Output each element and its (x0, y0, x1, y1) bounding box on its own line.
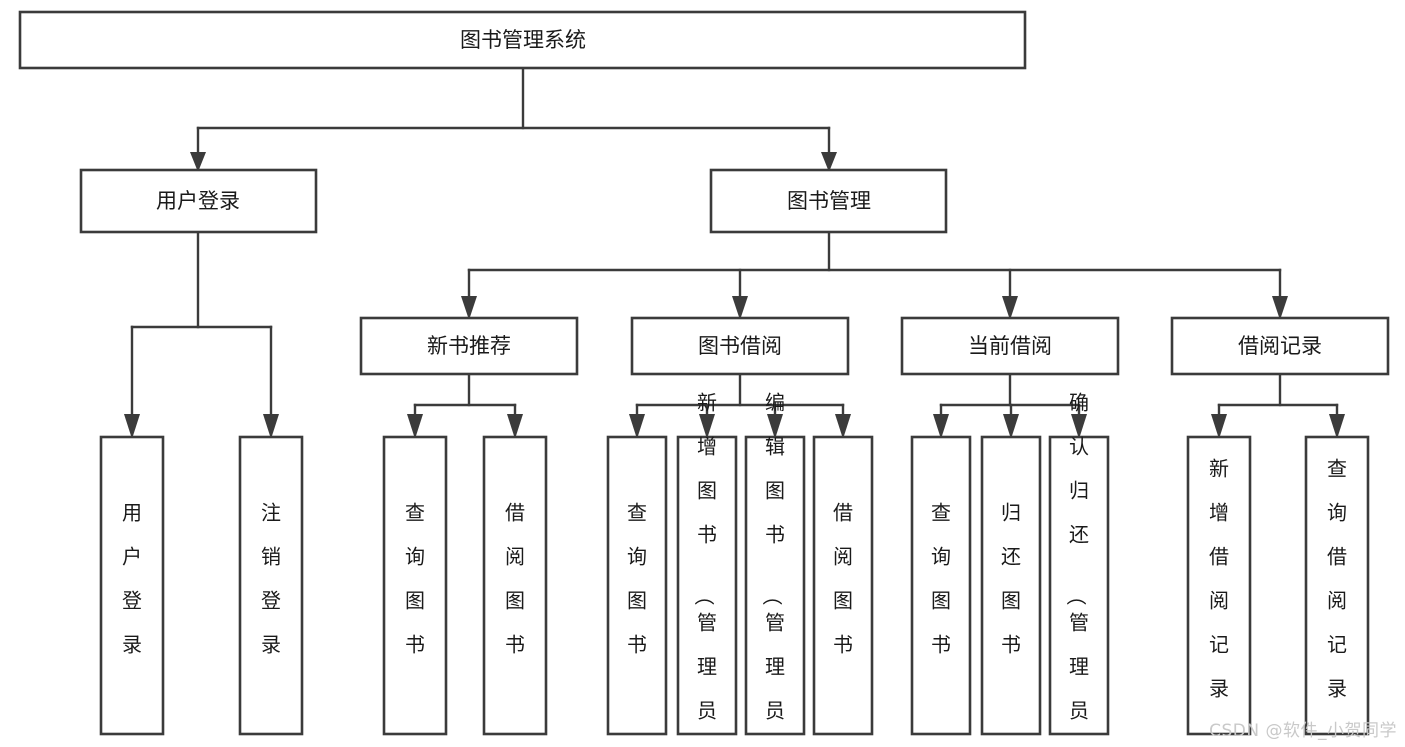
node-current-borrow-box[interactable] (900, 316, 1120, 376)
leaf-node[interactable]: 编辑图书（管理员） (744, 391, 806, 747)
leaf-node[interactable]: 借阅图书 (482, 435, 548, 736)
leaf-node-label: 查询图书 (405, 501, 425, 657)
node-layer: 图书管理系统 用户登录 图书管理 新书推荐 图书借阅 (18, 10, 1390, 376)
leaf-node-box[interactable] (980, 435, 1042, 736)
node-current-borrow[interactable]: 当前借阅 (900, 316, 1120, 376)
arrow-cb-leaf-2 (1003, 414, 1019, 439)
node-borrow-record-label: 借阅记录 (1238, 334, 1322, 358)
arrow-bm-to-book-borrow (732, 296, 748, 320)
arrow-bm-to-current-borrow (1002, 296, 1018, 320)
leaf-node[interactable]: 确认归还（管理员） (1048, 391, 1110, 747)
leaf-node-box[interactable] (676, 435, 738, 736)
leaf-node[interactable]: 新增图书（管理员） (676, 391, 738, 747)
leaf-node-label: 查询借阅记录 (1327, 457, 1347, 701)
node-book-management-label: 图书管理 (787, 189, 871, 213)
leaf-node-box[interactable] (744, 435, 806, 736)
node-book-borrow-box[interactable] (630, 316, 850, 376)
arrow-br-leaf-2 (1329, 414, 1345, 439)
leaf-node-label: 查询图书 (627, 501, 647, 657)
leaf-node-box[interactable] (238, 435, 304, 736)
arrow-bb-leaf-2 (699, 414, 715, 439)
node-book-borrow-label: 图书借阅 (698, 334, 782, 358)
leaf-node[interactable]: 用户登录 (99, 435, 165, 736)
leaf-node-layer: 用户登录 注销登录 查询图书 借阅图书 查询图书 新增图书（管理员） 编辑图书（管理员） 借阅… (99, 391, 1370, 747)
node-user-login-label: 用户登录 (156, 189, 240, 213)
arrow-bb-leaf-3 (767, 414, 783, 439)
node-book-management-box[interactable] (709, 168, 948, 234)
leaf-node-box[interactable] (99, 435, 165, 736)
node-root-label: 图书管理系统 (460, 28, 586, 52)
leaf-node-label: 编辑图书（管理员） (760, 391, 785, 747)
leaf-node[interactable]: 查询图书 (606, 435, 668, 736)
leaf-node[interactable]: 归还图书 (980, 435, 1042, 736)
leaf-node-label: 借阅图书 (505, 501, 525, 657)
leaf-node-box[interactable] (1304, 435, 1370, 736)
node-user-login[interactable]: 用户登录 (79, 168, 318, 234)
leaf-node-label: 确认归还（管理员） (1064, 391, 1089, 747)
leaf-node-label: 新增图书（管理员） (692, 391, 717, 747)
node-new-book-recommend-box[interactable] (359, 316, 579, 376)
leaf-node-box[interactable] (1186, 435, 1252, 736)
leaf-node-label: 归还图书 (1001, 501, 1021, 657)
node-book-management[interactable]: 图书管理 (709, 168, 948, 234)
connector-layer (124, 66, 1345, 439)
leaf-node-box[interactable] (482, 435, 548, 736)
node-book-borrow[interactable]: 图书借阅 (630, 316, 850, 376)
arrow-bm-to-borrow-record (1272, 296, 1288, 320)
node-root[interactable]: 图书管理系统 (18, 10, 1027, 70)
leaf-node-label: 借阅图书 (833, 501, 853, 657)
leaf-node-label: 新增借阅记录 (1209, 457, 1229, 701)
node-user-login-box[interactable] (79, 168, 318, 234)
arrow-user-login-leaf-2 (263, 414, 279, 439)
leaf-node-label: 用户登录 (122, 501, 142, 657)
leaf-node-label: 查询图书 (931, 501, 951, 657)
arrow-cb-leaf-1 (933, 414, 949, 439)
leaf-node[interactable]: 查询图书 (910, 435, 972, 736)
arrow-root-to-book-management (821, 152, 837, 172)
leaf-node[interactable]: 查询图书 (382, 435, 448, 736)
leaf-node-box[interactable] (812, 435, 874, 736)
arrow-root-to-user-login (190, 152, 206, 172)
node-new-book-recommend[interactable]: 新书推荐 (359, 316, 579, 376)
node-borrow-record-box[interactable] (1170, 316, 1390, 376)
leaf-node[interactable]: 借阅图书 (812, 435, 874, 736)
leaf-node-box[interactable] (606, 435, 668, 736)
node-borrow-record[interactable]: 借阅记录 (1170, 316, 1390, 376)
leaf-node-box[interactable] (910, 435, 972, 736)
arrow-bb-leaf-4 (835, 414, 851, 439)
node-root-box[interactable] (18, 10, 1027, 70)
arrow-bm-to-new-book-recommend (461, 296, 477, 320)
leaf-node-label: 注销登录 (261, 501, 281, 657)
node-new-book-recommend-label: 新书推荐 (427, 334, 511, 358)
leaf-node[interactable]: 查询借阅记录 (1304, 435, 1370, 736)
leaf-node-box[interactable] (382, 435, 448, 736)
leaf-node[interactable]: 注销登录 (238, 435, 304, 736)
arrow-br-leaf-1 (1211, 414, 1227, 439)
node-current-borrow-label: 当前借阅 (968, 334, 1052, 358)
arrow-user-login-leaf-1 (124, 414, 140, 439)
leaf-node[interactable]: 新增借阅记录 (1186, 435, 1252, 736)
arrow-bb-leaf-1 (629, 414, 645, 439)
leaf-node-box[interactable] (1048, 435, 1110, 736)
arrow-nb-leaf-2 (507, 414, 523, 439)
arrow-cb-leaf-3 (1071, 414, 1087, 439)
arrow-nb-leaf-1 (407, 414, 423, 439)
